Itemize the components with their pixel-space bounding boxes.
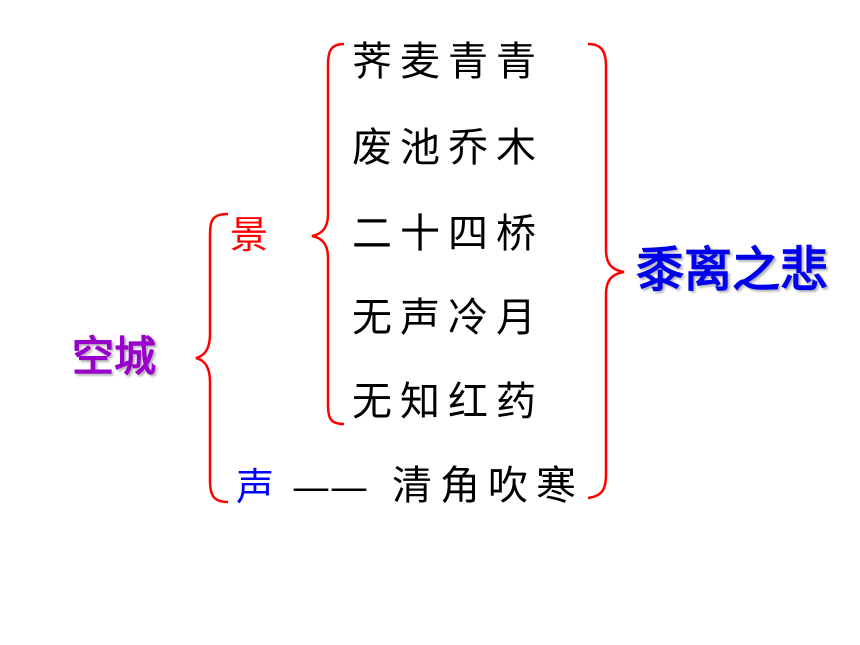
scene-item: 无声冷月 (352, 295, 544, 341)
scene-item: 荠麦青青 (352, 39, 544, 85)
root-left-brace (195, 212, 229, 504)
scene-item: 无知红药 (352, 379, 544, 425)
sound-label: 声 (236, 465, 275, 509)
conclusion-right-brace (587, 42, 625, 500)
conclusion-label: 黍离之悲 (636, 242, 829, 298)
root-label: 空城 (72, 332, 157, 381)
scene-left-brace (311, 42, 345, 426)
scene-label: 景 (230, 213, 269, 257)
sound-dash: —— (292, 465, 368, 509)
scene-item: 二十四桥 (352, 211, 544, 257)
sound-text: 清角吹寒 (392, 463, 584, 509)
scene-item: 废池乔木 (352, 125, 544, 171)
